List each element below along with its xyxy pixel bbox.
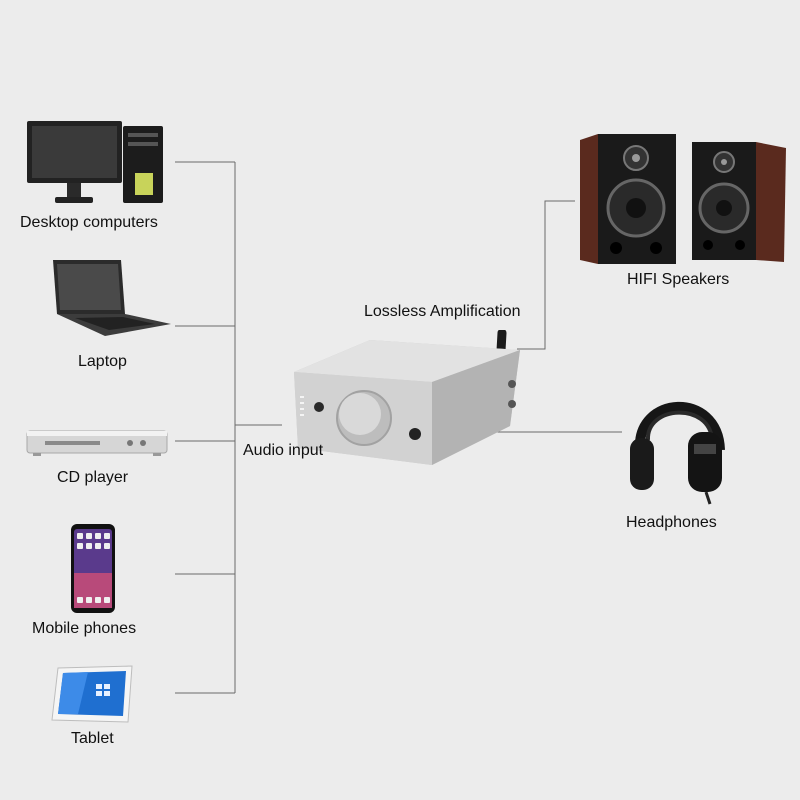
laptop-icon bbox=[53, 260, 171, 336]
source-label-laptop: Laptop bbox=[78, 353, 127, 370]
audio-input-label: Audio input bbox=[243, 442, 324, 459]
speakers-icon bbox=[580, 134, 786, 264]
output-label-headphones: Headphones bbox=[626, 514, 717, 531]
desktop-computer-icon bbox=[27, 121, 163, 203]
cd-player-icon bbox=[26, 430, 168, 456]
source-label-cd-player: CD player bbox=[57, 469, 129, 486]
source-label-tablet: Tablet bbox=[71, 730, 114, 747]
output-label-speakers: HIFI Speakers bbox=[627, 271, 730, 288]
tablet-icon bbox=[51, 665, 133, 723]
lossless-amplification-label: Lossless Amplification bbox=[364, 303, 521, 320]
source-label-mobile: Mobile phones bbox=[32, 620, 137, 637]
mobile-phone-icon bbox=[71, 524, 115, 613]
source-label-desktop: Desktop computers bbox=[20, 214, 158, 231]
wire-speakers bbox=[517, 200, 575, 350]
amplifier-icon bbox=[294, 330, 520, 465]
headphones-icon bbox=[630, 401, 725, 505]
